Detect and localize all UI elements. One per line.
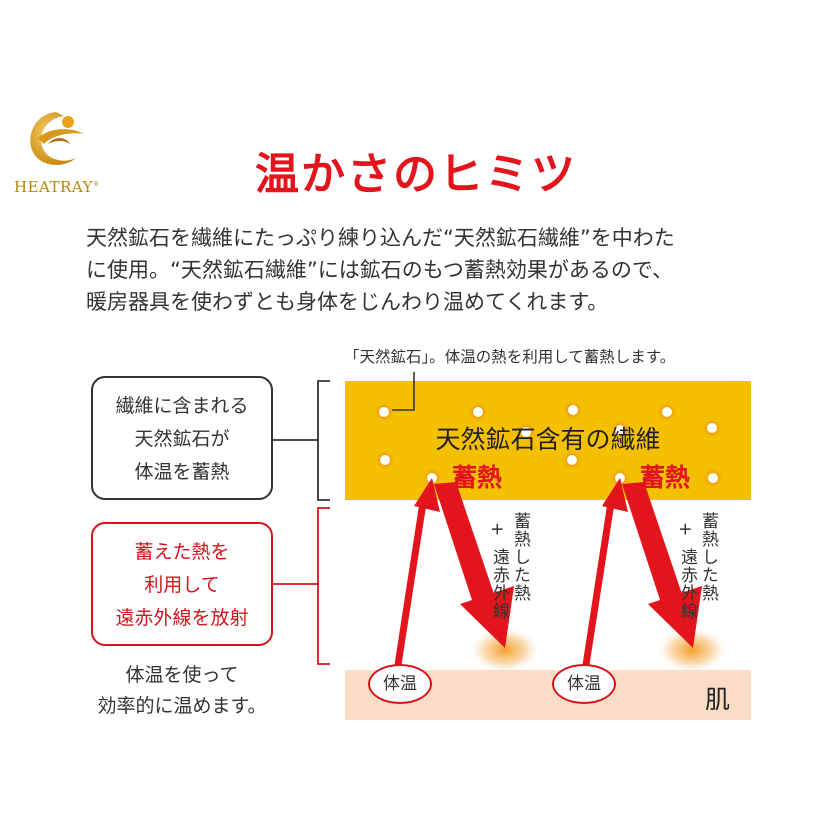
heat-glow <box>658 628 726 672</box>
logo-name: HEATRAY <box>14 178 93 196</box>
skin-label: 肌 <box>705 685 731 714</box>
mineral-dot <box>467 401 489 423</box>
storage-explanation-box: 繊維に含まれる 天然鉱石が 体温を蓄熱 <box>91 376 273 500</box>
body-temp-badge: 体温 <box>368 664 432 704</box>
box-line: 蓄えた熱を <box>134 541 230 563</box>
stored-heat-label: 蓄熱した熱 <box>698 512 718 602</box>
box-line: 体温を蓄熱 <box>134 461 230 483</box>
mineral-dot <box>561 449 583 471</box>
mineral-dot <box>702 467 724 489</box>
bracket-radiation <box>273 507 330 665</box>
box-line: 天然鉱石が <box>134 428 230 450</box>
mineral-dots <box>373 399 724 489</box>
intro-line: に使用。“天然鉱石繊維”には鉱石のもつ蓄熱効果があるので、 <box>86 258 674 282</box>
intro-line: 暖房器具を使わずとも身体をじんわり温めてくれます。 <box>86 290 609 314</box>
heat-storage-label: 蓄熱 <box>640 463 691 492</box>
mineral-dot <box>609 419 631 441</box>
body-temp-badge: 体温 <box>552 664 616 704</box>
body-heat-arrow-left <box>394 478 440 668</box>
box-line: 繊維に含まれる <box>115 395 249 417</box>
plus-sign: + <box>487 522 507 538</box>
mineral-dot <box>562 399 584 421</box>
page-title: 温かさのヒミツ <box>255 149 577 200</box>
mineral-dot <box>373 401 395 423</box>
intro-paragraph: 天然鉱石を繊維にたっぷり練り込んだ“天然鉱石繊維”を中わた に使用。“天然鉱石繊… <box>86 222 786 318</box>
note-line: 体温を使って <box>125 664 239 686</box>
stored-heat-label: 蓄熱した熱 <box>510 512 530 602</box>
heatray-logo: HEATRAY® <box>14 104 110 204</box>
body-heat-arrow-right <box>582 478 628 668</box>
radiation-explanation-box: 蓄えた熱を 利用して 遠赤外線を放射 <box>91 522 273 646</box>
mineral-dot <box>701 417 723 439</box>
box-line: 遠赤外線を放射 <box>115 607 249 629</box>
callout-pointer <box>392 372 415 411</box>
mineral-fiber-layer <box>345 381 751 500</box>
mineral-dot <box>515 421 537 443</box>
heat-glow <box>471 628 539 672</box>
intro-line: 天然鉱石を繊維にたっぷり練り込んだ“天然鉱石繊維”を中わた <box>86 226 675 250</box>
heatray-logo-mark-icon <box>30 112 84 165</box>
logo-registered-mark: ® <box>92 181 100 188</box>
plus-sign: + <box>675 522 695 538</box>
far-infrared-label: 遠赤外線 <box>677 548 697 620</box>
mineral-callout: 「天然鉱石」。体温の熱を利用して蓄熱します。 <box>344 348 676 366</box>
release-arrow-left <box>434 482 514 648</box>
note-line: 効率的に温めます。 <box>97 695 267 717</box>
fiber-label: 天然鉱石含有の繊維 <box>435 425 661 454</box>
mineral-dot <box>374 449 396 471</box>
bracket-fiber <box>273 380 330 501</box>
box-line: 利用して <box>144 574 220 596</box>
efficiency-note: 体温を使って 効率的に温めます。 <box>91 660 273 722</box>
mineral-dot <box>656 401 678 423</box>
release-arrow-right <box>622 482 702 648</box>
far-infrared-label: 遠赤外線 <box>489 548 509 620</box>
heat-storage-label: 蓄熱 <box>452 463 503 492</box>
